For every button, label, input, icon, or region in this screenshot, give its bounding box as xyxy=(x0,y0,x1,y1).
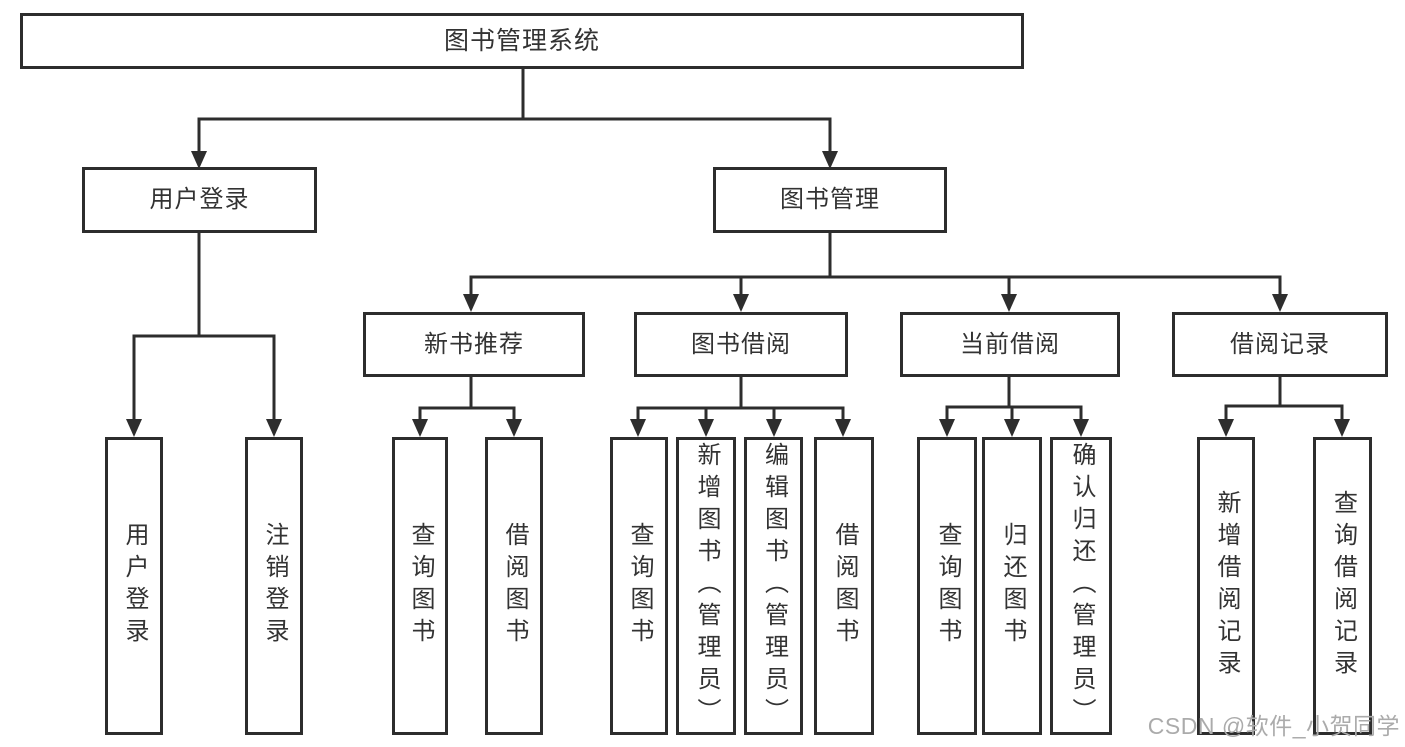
node-book-management: 图书管理 xyxy=(713,167,947,233)
node-borrow-records: 借阅记录 xyxy=(1172,312,1388,377)
leaf-query-borrow-record: 查询借阅记录 xyxy=(1313,437,1372,735)
leaf-current-query-books: 查询图书 xyxy=(917,437,977,735)
leaf-confirm-return-admin: 确认归还（管理员） xyxy=(1050,437,1112,735)
node-new-book-recommend: 新书推荐 xyxy=(363,312,585,377)
leaf-recommend-query-books: 查询图书 xyxy=(392,437,448,735)
leaf-return-book: 归还图书 xyxy=(982,437,1042,735)
node-current-borrow: 当前借阅 xyxy=(900,312,1120,377)
node-library-management-system: 图书管理系统 xyxy=(20,13,1024,69)
leaf-borrow-query-books: 查询图书 xyxy=(610,437,668,735)
leaf-add-book-admin: 新增图书（管理员） xyxy=(676,437,736,735)
leaf-edit-book-admin: 编辑图书（管理员） xyxy=(744,437,803,735)
leaf-logout-login: 注销登录 xyxy=(245,437,303,735)
leaf-user-login: 用户登录 xyxy=(105,437,163,735)
leaf-borrow-borrow-books: 借阅图书 xyxy=(814,437,874,735)
node-user-login: 用户登录 xyxy=(82,167,317,233)
csdn-watermark: CSDN @软件_小贺同学 xyxy=(1147,713,1400,739)
leaf-recommend-borrow-books: 借阅图书 xyxy=(485,437,543,735)
node-book-borrow: 图书借阅 xyxy=(634,312,848,377)
leaf-add-borrow-record: 新增借阅记录 xyxy=(1197,437,1255,735)
